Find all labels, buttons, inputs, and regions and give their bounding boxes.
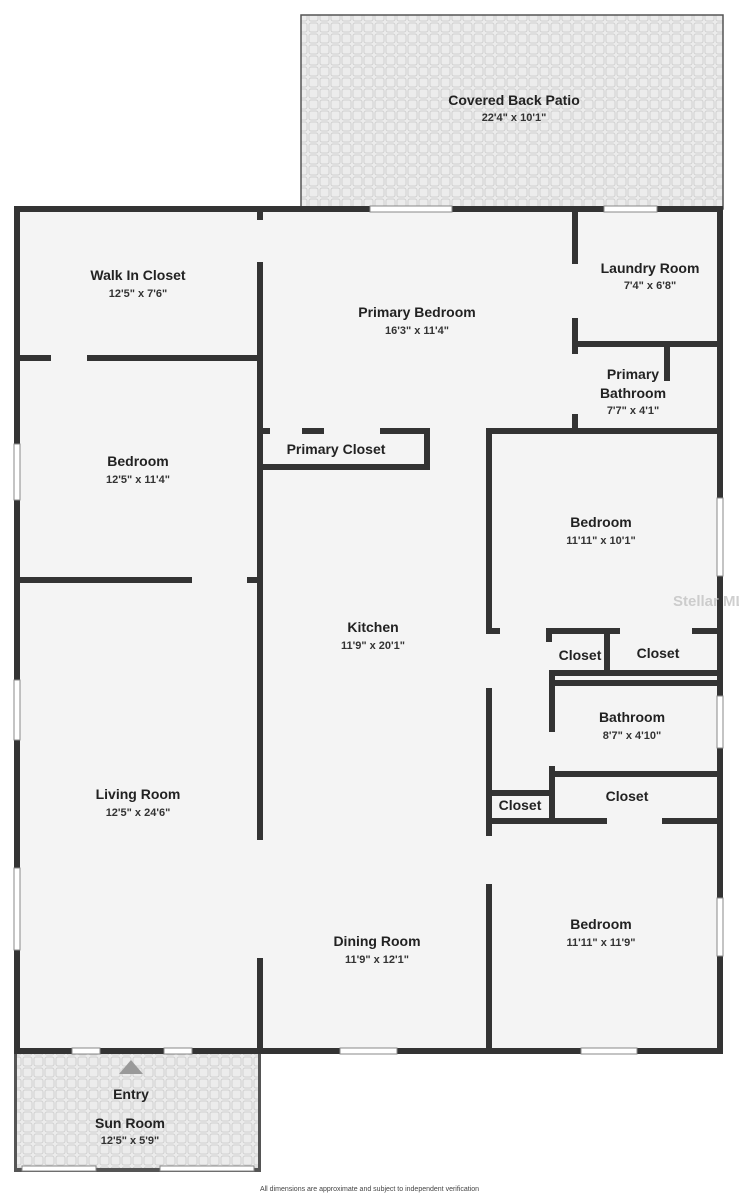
- walls: [14, 206, 723, 1054]
- room-name: Closet: [499, 797, 542, 813]
- room-name: Walk In Closet: [90, 267, 186, 283]
- room-dim: 16'3" x 11'4": [385, 325, 449, 337]
- room-dim: 11'11" x 10'1": [566, 535, 636, 547]
- room-name: Entry: [113, 1086, 149, 1102]
- room-dim: 12'5" x 5'9": [101, 1135, 159, 1147]
- sun-room-windows: [21, 1165, 255, 1172]
- watermark: Stellar MLS: [673, 593, 739, 610]
- room-name: Primary: [607, 366, 659, 382]
- room-dim: 8'7" x 4'10": [603, 730, 661, 742]
- room-dim: 11'11" x 11'9": [567, 937, 636, 949]
- room-name: Kitchen: [347, 619, 398, 635]
- room-dim: 12'5" x 11'4": [106, 474, 170, 486]
- room-dim: 12'5" x 24'6": [106, 807, 171, 819]
- room-name: Closet: [606, 788, 649, 804]
- room-name: Bathroom: [600, 385, 666, 401]
- room-dim: 7'4" x 6'8": [624, 280, 676, 292]
- room-name: Bedroom: [107, 453, 168, 469]
- room-name: Living Room: [96, 786, 181, 802]
- room-name: Dining Room: [333, 933, 420, 949]
- room-dim: 12'5" x 7'6": [109, 288, 167, 300]
- windows: [13, 205, 724, 1055]
- room-dim: 7'7" x 4'1": [607, 405, 659, 417]
- room-dim: 22'4" x 10'1": [482, 112, 547, 124]
- covered-back-patio-area: [300, 14, 724, 210]
- room-dim: 11'9" x 20'1": [341, 640, 405, 652]
- room-labels: Covered Back Patio 22'4" x 10'1" Walk In…: [90, 92, 699, 1147]
- room-name: Sun Room: [95, 1115, 165, 1131]
- sun-room-walls: [14, 1054, 261, 1172]
- entry-arrow-icon: [119, 1060, 143, 1074]
- room-name: Closet: [559, 647, 602, 663]
- room-name: Primary Closet: [287, 441, 386, 457]
- room-name: Bedroom: [570, 916, 631, 932]
- room-name: Laundry Room: [601, 260, 700, 276]
- room-name: Bathroom: [599, 709, 665, 725]
- room-name: Bedroom: [570, 514, 631, 530]
- room-name: Primary Bedroom: [358, 304, 475, 320]
- disclaimer: All dimensions are approximate and subje…: [259, 1186, 480, 1193]
- room-dim: 11'9" x 12'1": [345, 954, 409, 966]
- room-name: Covered Back Patio: [448, 92, 580, 108]
- room-name: Closet: [637, 645, 680, 661]
